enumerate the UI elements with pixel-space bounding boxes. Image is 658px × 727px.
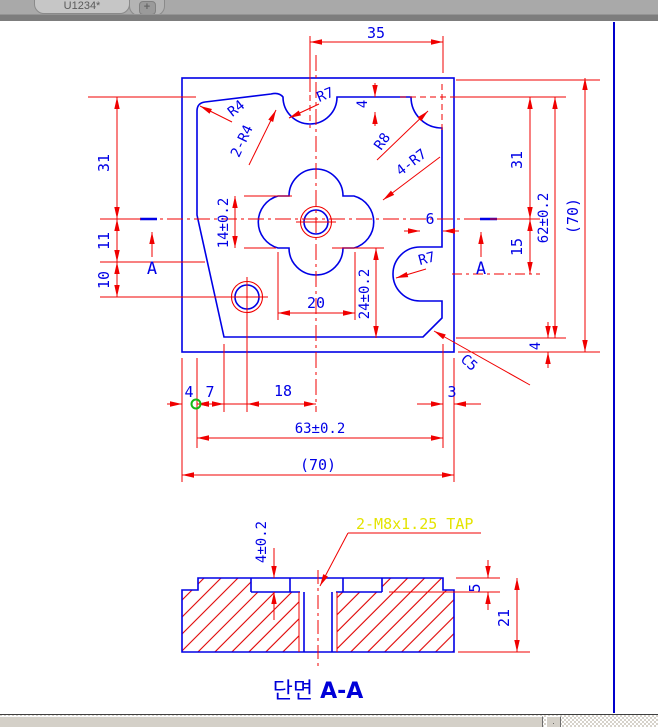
document-tab-bar: U1234* +: [0, 0, 658, 14]
dimension-lines-group: [114, 39, 588, 478]
tab-bar-lower-band: [0, 14, 658, 21]
section-marker-a-left: A: [147, 259, 157, 279]
document-tab-label: U1234*: [63, 0, 101, 12]
dim-31-left: 31: [95, 154, 113, 172]
section-outline-group: [181, 577, 455, 653]
label-r4: R4: [225, 97, 248, 120]
drawing-canvas[interactable]: 35 4 31 11 10 31 15 62±0.2 (70) 4 14±0.2…: [0, 21, 658, 714]
section-texts-group: 4±0.2 2-M8x1.25 TAP 5 21 단면 A-A: [254, 515, 513, 704]
dim-18-bottom: 18: [274, 382, 292, 400]
dim-31-right: 31: [508, 151, 526, 169]
dim-20-pocket: 20: [307, 294, 325, 312]
section-red-lines: [271, 532, 530, 666]
dim-10-left: 10: [95, 271, 113, 289]
dim-35: 35: [367, 24, 385, 42]
dim-3-bottom: 3: [447, 383, 456, 401]
osnap-marker: [190, 398, 202, 410]
label-r7-side: R7: [417, 249, 437, 269]
plus-icon: +: [138, 1, 156, 14]
dim-4-right: 4: [528, 342, 544, 350]
section-hatch-right: [337, 578, 454, 652]
section-hatch-left: [182, 578, 299, 652]
document-tab[interactable]: U1234*: [34, 0, 130, 14]
label-r7-top: R7: [315, 85, 337, 106]
cad-drawing: 35 4 31 11 10 31 15 62±0.2 (70) 4 14±0.2…: [88, 22, 615, 713]
centerlines-group: [140, 55, 540, 412]
horizontal-scrollbar-thumb[interactable]: [0, 716, 543, 727]
top-view-dim-texts: 35 4 31 11 10 31 15 62±0.2 (70) 4 14±0.2…: [95, 24, 582, 474]
tap-note: 2-M8x1.25 TAP: [356, 515, 473, 533]
dim-5-section: 5: [466, 583, 484, 592]
scrollbar-handle-box[interactable]: .: [546, 716, 561, 727]
section-outer-profile: [181, 577, 455, 653]
section-marker-a-right: A: [476, 259, 486, 279]
dim-7-bottom: 7: [205, 383, 214, 401]
new-tab-button[interactable]: +: [129, 0, 165, 14]
dim-6-step: 6: [425, 210, 434, 228]
horizontal-scrollbar[interactable]: .: [0, 714, 658, 727]
dim-14-pocket: 14±0.2: [216, 198, 232, 249]
dim-4-bottom: 4: [184, 383, 193, 401]
extension-lines-group: [88, 36, 600, 482]
leader-lines-group: [149, 103, 531, 386]
dim-70-right: (70): [564, 198, 582, 234]
dim-63-bottom: 63±0.2: [295, 421, 346, 437]
dim-24-pocket: 24±0.2: [357, 269, 373, 320]
label-r8: R8: [371, 130, 394, 153]
dim-21-section: 21: [495, 609, 513, 627]
dim-11-left: 11: [95, 232, 113, 250]
part-inner-profile: [196, 92, 443, 338]
dim-62-right: 62±0.2: [536, 193, 552, 244]
label-2-r4: 2-R4: [228, 123, 257, 160]
section-title-name: A-A: [320, 679, 363, 704]
dim-4-section: 4±0.2: [254, 521, 270, 563]
part-outer-boundary: [181, 77, 455, 353]
dim-4-top: 4: [355, 100, 371, 108]
label-4-r7: 4-R7: [393, 146, 430, 179]
dim-15-right: 15: [508, 238, 526, 256]
section-title-prefix: 단면: [273, 679, 320, 704]
section-title: 단면 A-A: [273, 679, 364, 704]
dim-70-bottom: (70): [300, 456, 336, 474]
